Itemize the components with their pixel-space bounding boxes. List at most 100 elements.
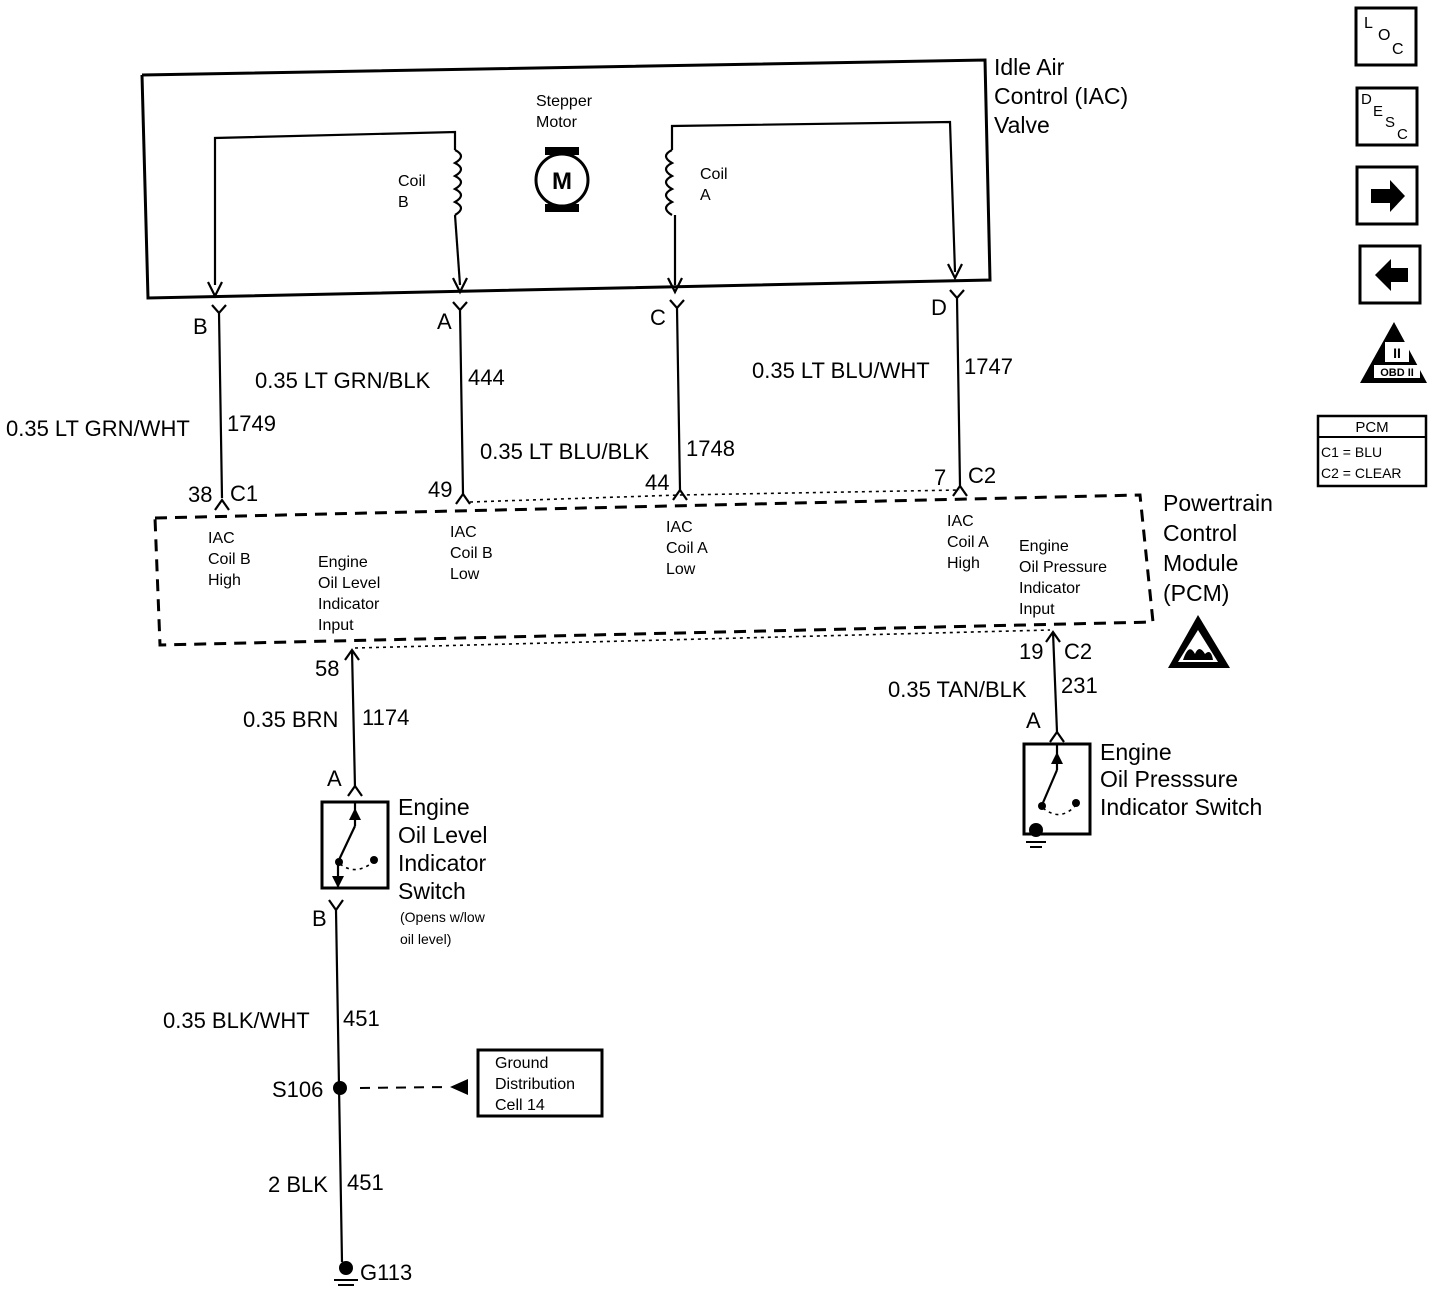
oil-level-switch-label-1: Engine — [398, 794, 470, 820]
svg-text:Engine: Engine — [1019, 538, 1069, 555]
wire-2blk-label: 2 BLK — [268, 1172, 328, 1197]
legend-row-c2: C2 = CLEAR — [1321, 465, 1402, 481]
motor-label-line-1: Stepper — [536, 93, 593, 110]
wire-444-circuit: 444 — [468, 365, 505, 390]
sidebar-nav: L O C D E S C II OBD II — [1316, 6, 1428, 488]
pcm-input-iac-coil-b-high: IAC Coil B High — [208, 530, 251, 589]
pcm-module: Powertrain Control Module (PCM) IAC Coil… — [153, 490, 1273, 668]
svg-text:Input: Input — [318, 617, 354, 634]
ground-g113-label: G113 — [360, 1260, 412, 1285]
coil-a-icon — [664, 149, 675, 216]
svg-text:Coil B: Coil B — [208, 551, 251, 568]
obd-ii-button[interactable]: II OBD II — [1360, 322, 1427, 383]
oil-level-terminal-a: A — [327, 766, 342, 791]
wire-1747-label: 0.35 LT BLU/WHT — [752, 358, 930, 383]
svg-text:Indicator: Indicator — [318, 596, 380, 613]
wire-231-label: 0.35 TAN/BLK — [888, 677, 1027, 702]
iac-title-line-2: Control (IAC) — [994, 83, 1128, 109]
splice-s106-label: S106 — [272, 1077, 323, 1102]
loc-letter-o: O — [1378, 27, 1390, 44]
desc-letter-e: E — [1373, 103, 1383, 120]
desc-letter-s: S — [1385, 114, 1395, 131]
pcm-input-oil-level: Engine Oil Level Indicator Input — [318, 554, 380, 634]
iac-title-line-1: Idle Air — [994, 54, 1065, 80]
wire-1748-circuit: 1748 — [686, 436, 735, 461]
ground-ref-line-1: Ground — [495, 1055, 548, 1072]
wire-1748-label: 0.35 LT BLU/BLK — [480, 439, 650, 464]
pin-44: 44 — [645, 470, 669, 495]
svg-text:Coil A: Coil A — [666, 540, 708, 557]
svg-text:IAC: IAC — [666, 519, 693, 536]
pcm-title-line-3: Module — [1163, 550, 1238, 576]
oil-level-switch-label-2: Oil Level — [398, 822, 487, 848]
loc-button[interactable]: L O C — [1354, 6, 1418, 67]
svg-text:Coil A: Coil A — [947, 534, 989, 551]
loc-letter-l: L — [1364, 15, 1373, 32]
oil-level-note-2: oil level) — [400, 931, 451, 947]
iac-pcm-wires: B 0.35 LT GRN/WHT 1749 38 C1 A 0.35 LT G… — [6, 289, 1013, 511]
svg-text:High: High — [947, 555, 980, 572]
terminal-c: C — [650, 305, 666, 330]
oil-level-note-1: (Opens w/low — [400, 909, 486, 925]
wire-2blk-circuit: 451 — [347, 1170, 384, 1195]
pin-7: 7 — [934, 465, 946, 490]
stepper-motor-icon: M — [534, 147, 590, 212]
coil-b-label-1: Coil — [398, 173, 426, 190]
oil-pressure-terminal-a: A — [1026, 708, 1041, 733]
svg-text:Engine: Engine — [318, 554, 368, 571]
pin-58: 58 — [315, 656, 339, 681]
coil-a-label-2: A — [700, 187, 711, 204]
ground-ref-line-3: Cell 14 — [495, 1097, 545, 1114]
oil-pressure-switch-label-1: Engine — [1100, 739, 1172, 765]
iac-valve: Idle Air Control (IAC) Valve Stepper Mot… — [140, 54, 1128, 300]
wire-1749-circuit: 1749 — [227, 411, 276, 436]
pcm-title-line-2: Control — [1163, 520, 1237, 546]
oil-pressure-circuit: 19 C2 0.35 TAN/BLK 231 A Engine Oil Pres… — [888, 630, 1262, 848]
previous-page-button[interactable] — [1358, 244, 1422, 305]
desc-button[interactable]: D E S C — [1355, 86, 1419, 147]
pin-38: 38 — [188, 482, 212, 507]
connector-c1: C1 — [230, 481, 258, 506]
wire-1747-circuit: 1747 — [964, 354, 1013, 379]
pcm-input-iac-coil-b-low: IAC Coil B Low — [450, 524, 493, 583]
pcm-title-line-4: (PCM) — [1163, 580, 1229, 606]
pcm-input-iac-coil-a-low: IAC Coil A Low — [666, 519, 708, 578]
coil-b-label-2: B — [398, 194, 409, 211]
svg-text:Indicator: Indicator — [1019, 580, 1081, 597]
svg-text:Oil Pressure: Oil Pressure — [1019, 559, 1107, 576]
loc-letter-c: C — [1392, 41, 1404, 58]
oil-level-terminal-b: B — [312, 906, 327, 931]
obd-ii-label: OBD II — [1380, 367, 1414, 379]
svg-text:Low: Low — [450, 566, 480, 583]
oil-pressure-switch-label-3: Indicator Switch — [1100, 794, 1262, 820]
arrow-left-icon — [1375, 259, 1408, 291]
wire-231-circuit: 231 — [1061, 673, 1098, 698]
ground-distribution-link[interactable]: Ground Distribution Cell 14 — [476, 1048, 604, 1118]
terminal-b: B — [193, 314, 208, 339]
svg-text:High: High — [208, 572, 241, 589]
svg-text:Low: Low — [666, 561, 696, 578]
oil-pressure-switch-label-2: Oil Presssure — [1100, 766, 1238, 792]
svg-text:IAC: IAC — [947, 513, 974, 530]
pin-49: 49 — [428, 477, 452, 502]
obd-ii-symbol: II — [1393, 345, 1401, 361]
oil-level-circuit: 58 0.35 BRN 1174 A Engine Oil Level Indi… — [163, 629, 1051, 1286]
terminal-d: D — [931, 295, 947, 320]
legend-title: PCM — [1355, 419, 1388, 436]
coil-a-label-1: Coil — [700, 166, 728, 183]
oil-level-switch-label-3: Indicator — [398, 850, 487, 876]
svg-text:Input: Input — [1019, 601, 1055, 618]
pcm-connector-legend: PCM C1 = BLU C2 = CLEAR — [1316, 414, 1428, 488]
pin-19: 19 — [1019, 639, 1043, 664]
wire-451-label: 0.35 BLK/WHT — [163, 1008, 310, 1033]
connector-c2: C2 — [968, 463, 996, 488]
oil-level-switch-icon — [320, 800, 390, 890]
legend-row-c1: C1 = BLU — [1321, 444, 1382, 460]
terminal-a: A — [437, 309, 452, 334]
wire-1174-circuit: 1174 — [362, 705, 409, 730]
oil-pressure-switch-icon — [1022, 742, 1092, 848]
pcm-input-iac-coil-a-high: IAC Coil A High — [947, 513, 989, 572]
pcm-input-oil-pressure: Engine Oil Pressure Indicator Input — [1019, 538, 1107, 618]
next-page-button[interactable] — [1355, 165, 1419, 226]
